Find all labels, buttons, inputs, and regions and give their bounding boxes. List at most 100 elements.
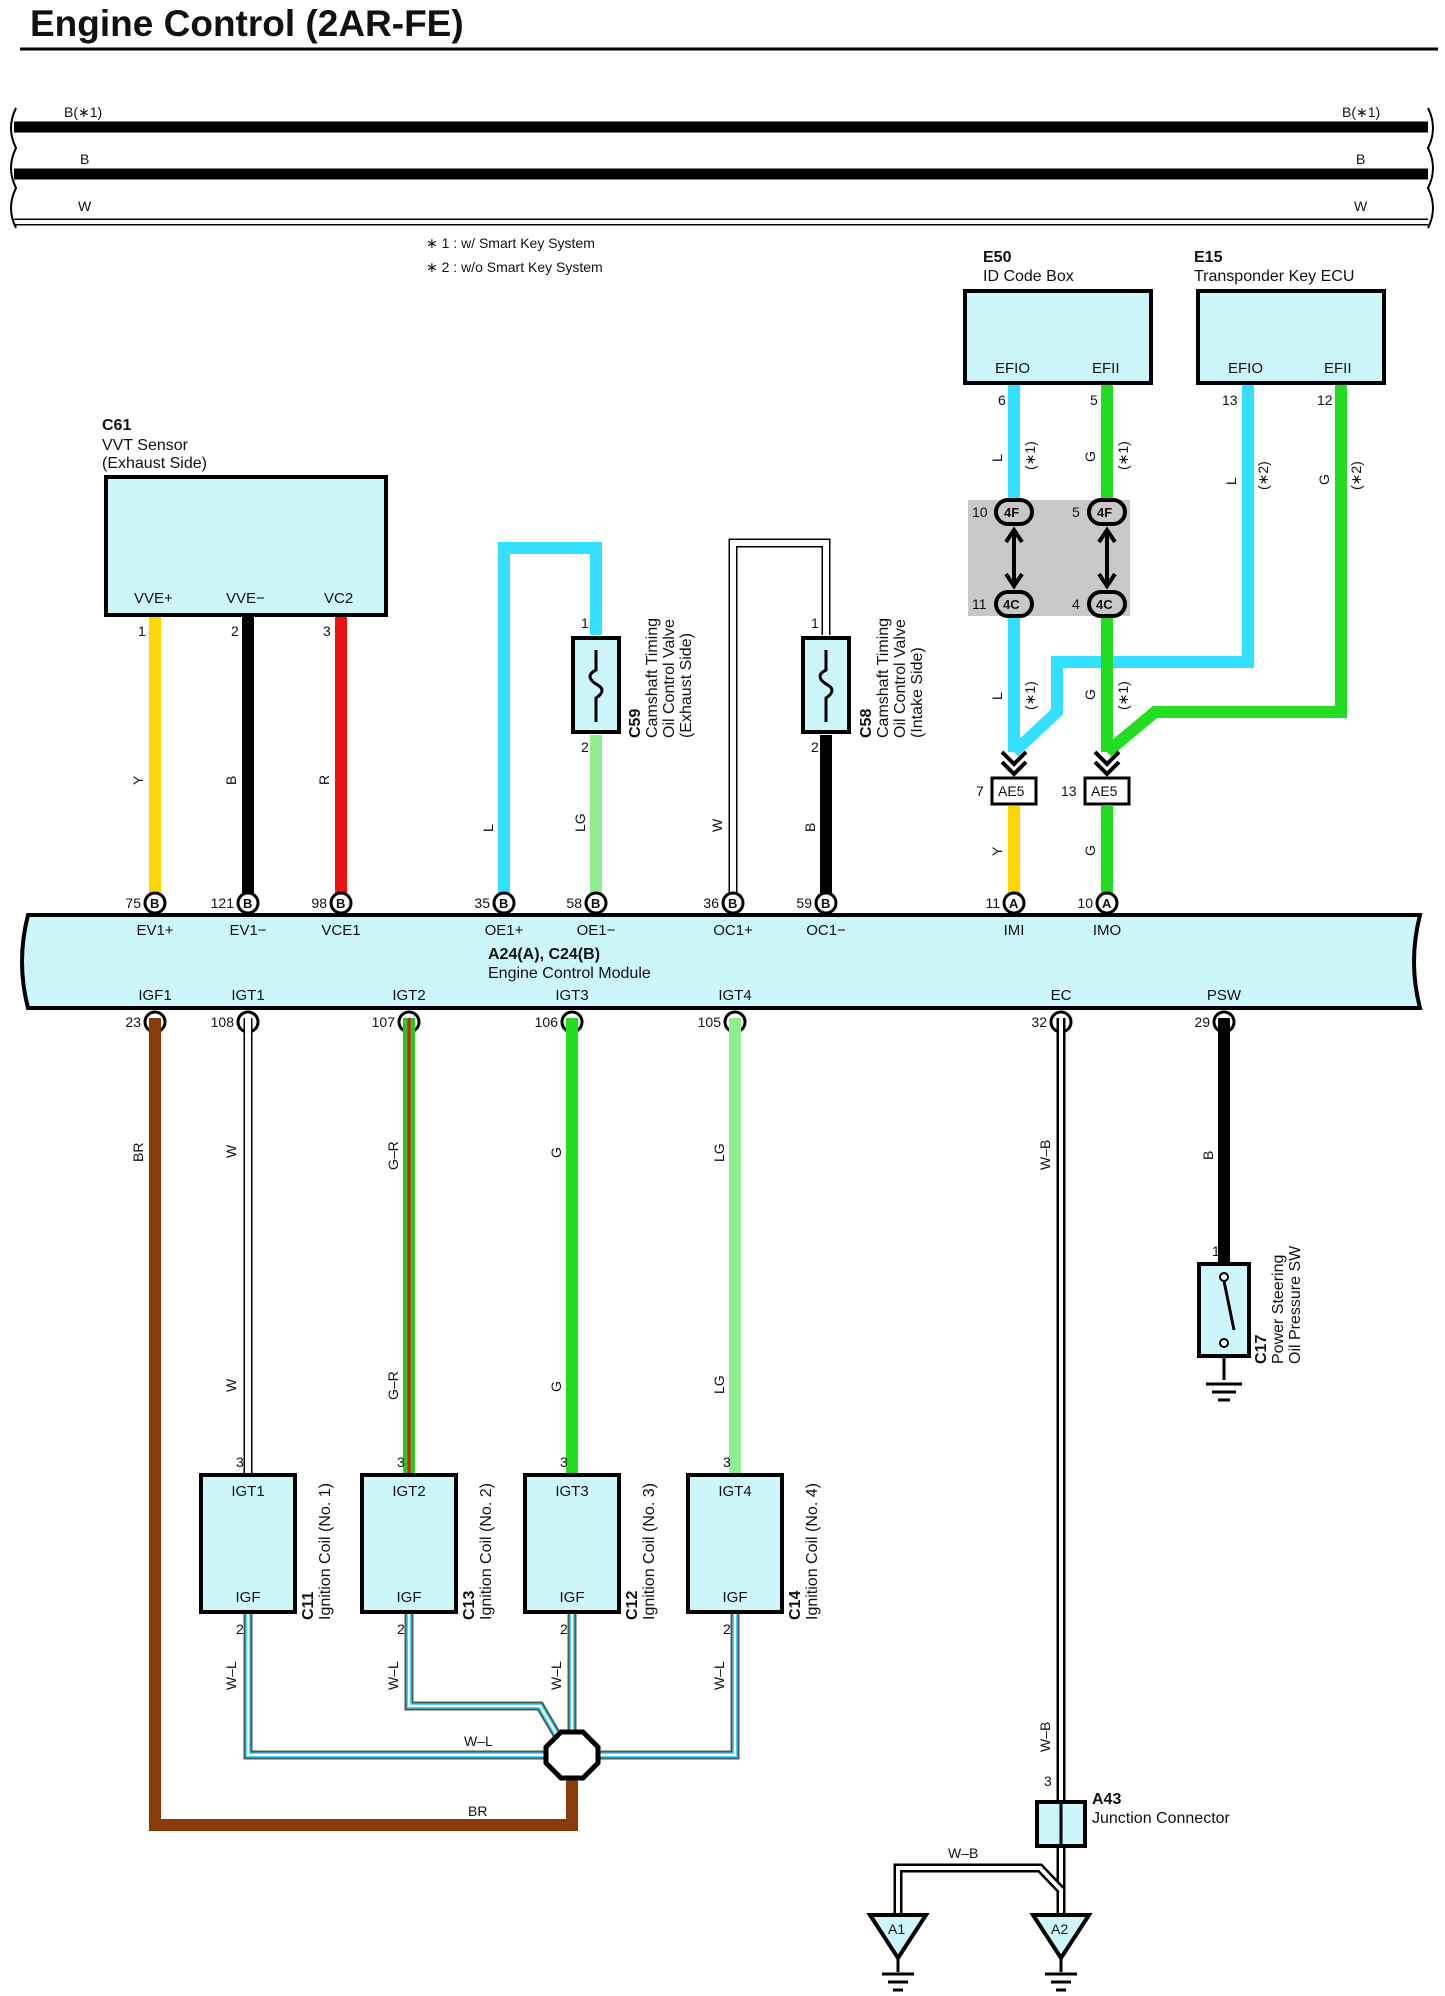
ecm-pin-name: OE1− <box>577 922 616 939</box>
note-2: ∗ 2 : w/o Smart Key System <box>426 259 603 275</box>
break-right <box>1426 107 1434 229</box>
a43-name: Junction Connector <box>1092 1810 1231 1827</box>
c58-ref: C58 <box>858 709 875 738</box>
wl-imi-l: L <box>989 692 1005 700</box>
e15-pin-efio: EFIO <box>1228 360 1263 377</box>
wire-e15-efio <box>1009 385 1254 757</box>
ecm-pin-name: VCE1 <box>321 922 360 939</box>
igf-bus <box>243 1614 740 1781</box>
wl-psw: B <box>1200 1151 1216 1160</box>
c17-switch-icon <box>1222 1280 1236 1331</box>
power-line-label-left: B(∗1) <box>64 104 102 120</box>
coil-ref: C13 <box>461 1591 478 1620</box>
coil-box <box>523 1473 621 1614</box>
wl-imi-l-note: (∗1) <box>1022 681 1038 710</box>
wl-igt4-low: LG <box>711 1375 727 1394</box>
coil-pin-bottom: 2 <box>397 1621 405 1637</box>
ecm-pin-name: OC1+ <box>713 922 753 939</box>
ecm-name: Engine Control Module <box>488 965 651 982</box>
ae5-imo-chevron-icon <box>1093 750 1121 777</box>
ecm-pin-name: OE1+ <box>485 922 524 939</box>
c59-pin-bottom: 2 <box>581 739 589 755</box>
ecm-pin-name: IGF1 <box>138 987 171 1004</box>
a2-ground-icon <box>1029 1913 1093 1962</box>
ecm-pin-num: 108 <box>211 1014 235 1030</box>
wl-br-bottom: BR <box>468 1803 487 1819</box>
c17-pin: 1 <box>1212 1243 1220 1259</box>
ecm-pin-num: 58 <box>566 895 582 911</box>
wl-oc1-minus: B <box>802 823 818 832</box>
e15-pinnum-13: 13 <box>1222 392 1238 408</box>
c59-valve: 1 2 C59 Camshaft Timing Oil Control Valv… <box>571 615 695 755</box>
a1-label: A1 <box>888 1921 905 1937</box>
connector-ae5: AE5 7 AE5 13 <box>976 750 1131 806</box>
wl-imo-g2: G <box>1082 845 1098 856</box>
wl-e15-g-note: (∗2) <box>1348 461 1364 490</box>
coil-pin-top: 3 <box>723 1454 731 1470</box>
c61-pinnum-2: 2 <box>231 623 239 639</box>
wl-igf-c13: W–L <box>385 1661 401 1690</box>
coil-bottom-label: IGF <box>236 1589 261 1606</box>
c58-valve: 1 2 C58 Camshaft Timing Oil Control Valv… <box>801 615 926 755</box>
a43-ref: A43 <box>1092 1791 1121 1808</box>
ecm-pin-circle <box>814 891 838 915</box>
c61-pinnum-1: 1 <box>138 623 146 639</box>
e50-pin-efii: EFII <box>1092 360 1120 377</box>
power-line-w-right: W <box>1354 198 1368 214</box>
coil-top-label: IGT2 <box>392 1483 425 1500</box>
ecm-pin-conn: A <box>1102 896 1112 911</box>
wl-ec-low: W–B <box>1037 1722 1053 1752</box>
c58-name2: Oil Control Valve <box>892 619 909 738</box>
conn-imo-4f <box>1087 498 1127 526</box>
ecm-pin-circle <box>492 891 516 915</box>
ecm-pin-conn: B <box>728 896 737 911</box>
ecm-pin-num: 59 <box>796 895 812 911</box>
wl-igt4: LG <box>711 1143 727 1162</box>
e50-id-code-box: E50 ID Code Box EFIO EFII 6 5 <box>963 249 1153 408</box>
conn-imi-4c-label: 4C <box>1003 597 1020 612</box>
e15-pin-efii: EFII <box>1324 360 1352 377</box>
a43-pin: 3 <box>1044 1773 1052 1789</box>
a1-ground-icon <box>866 1913 930 1962</box>
wl-oe1-minus: LG <box>572 813 588 832</box>
coil-pin-bottom: 2 <box>236 1621 244 1637</box>
ecm-pin-circle <box>721 891 745 915</box>
ae5-imi-label: AE5 <box>998 783 1025 799</box>
ecm-pin-conn: A <box>1009 896 1019 911</box>
e50-pinnum-6: 6 <box>998 392 1006 408</box>
ecm-pin-num: 75 <box>125 895 141 911</box>
c58-name: Camshaft Timing <box>875 618 892 738</box>
wl-igf-c11: W–L <box>223 1661 239 1690</box>
ecm-pin-num: 32 <box>1031 1014 1047 1030</box>
coil-name: Ignition Coil (No. 2) <box>478 1483 495 1620</box>
conn-imi-4f-label: 4F <box>1004 505 1019 520</box>
c59-name2: Oil Control Valve <box>661 619 678 738</box>
c61-pin-vve-plus: VVE+ <box>134 590 173 607</box>
power-lines: B(∗1) B(∗1) B B W W <box>10 104 1434 229</box>
conn-imo-4c-label: 4C <box>1096 597 1113 612</box>
c58-pin-top: 1 <box>811 615 819 631</box>
ecm-pin-name: IGT1 <box>231 987 264 1004</box>
ecm-pin-circle <box>143 891 167 915</box>
coil-ref: C11 <box>300 1591 317 1620</box>
ecm-pin-circle <box>1002 891 1026 915</box>
coil-pin-bottom: 2 <box>560 1621 568 1637</box>
ae5-imo-label: AE5 <box>1091 783 1118 799</box>
e50-box <box>963 289 1153 385</box>
ae5-imi-box <box>990 776 1038 806</box>
ecm-pin-circle <box>236 891 260 915</box>
break-left <box>10 107 18 229</box>
e50-ref: E50 <box>983 249 1012 266</box>
wl-ec: W–B <box>1037 1140 1053 1170</box>
ecm-top-pins: B75EV1+B121EV1−B98VCE1B35OE1+B58OE1−B36O… <box>125 891 1121 939</box>
ecm-pin-num: 105 <box>698 1014 722 1030</box>
wl-e15-l: L <box>1223 477 1239 485</box>
ecm-pin-circle <box>584 891 608 915</box>
c61-pin-vc2: VC2 <box>324 590 353 607</box>
ecm-pin-circle <box>1095 891 1119 915</box>
